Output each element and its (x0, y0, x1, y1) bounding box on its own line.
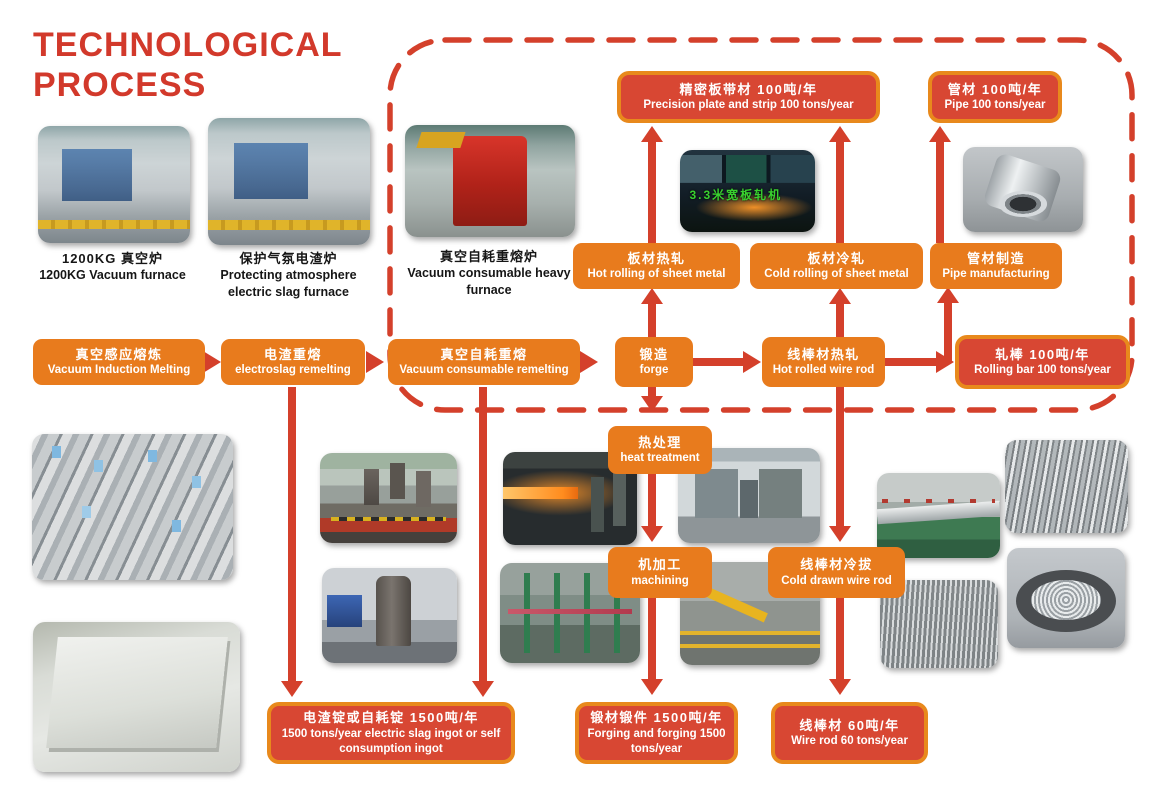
box-hot-rolled-wire-rod: 线棒材热轧 Hot rolled wire rod (762, 337, 885, 387)
box-heat-treatment: 热处理 heat treatment (608, 426, 712, 474)
page-title: TECHNOLOGICAL PROCESS (33, 26, 343, 106)
box-rolling-bar-output-en: Rolling bar 100 tons/year (974, 364, 1111, 377)
arrow-wire-to-rolling-bar (885, 351, 954, 373)
box-pipe-output-zh: 管材 100吨/年 (947, 81, 1043, 97)
box-cold-rolling-sheet-en: Cold rolling of sheet metal (764, 268, 909, 281)
photo-slag-furnace (208, 118, 370, 245)
box-hot-rolling-sheet-en: Hot rolling of sheet metal (587, 268, 726, 281)
box-forge: 锻造 forge (615, 337, 693, 387)
box-hot-rolled-wire-rod-en: Hot rolled wire rod (772, 364, 875, 377)
box-pipe-manufacturing-en: Pipe manufacturing (942, 268, 1050, 281)
box-heat-treatment-zh: 热处理 (638, 434, 682, 450)
box-vacuum-induction-melting-en: Vacuum Induction Melting (47, 364, 191, 377)
box-machining-zh: 机加工 (638, 557, 682, 573)
caption-slag-furnace: 保护气氛电渣炉 Protecting atmosphere electric s… (206, 250, 371, 300)
arrow-forge-to-heat-treatment (641, 387, 663, 412)
box-cold-rolling-sheet: 板材冷轧 Cold rolling of sheet metal (750, 243, 923, 289)
arrow-cold-drawn-to-wire-output (829, 598, 851, 695)
box-vacuum-consumable-remelting-en: Vacuum consumable remelting (399, 364, 569, 377)
box-cold-rolling-sheet-zh: 板材冷轧 (807, 250, 866, 266)
arrow-cold-rolling-to-precision (829, 126, 851, 243)
box-vacuum-induction-melting-zh: 真空感应熔炼 (75, 346, 163, 362)
box-pipe-output-en: Pipe 100 tons/year (944, 99, 1046, 112)
box-hot-rolling-sheet: 板材热轧 Hot rolling of sheet metal (573, 243, 740, 289)
box-hot-rolled-wire-rod-zh: 线棒材热轧 (787, 346, 860, 362)
arrow-forge-to-hot-rolled-wire (693, 351, 761, 373)
photo-wire-rod-line (877, 473, 1000, 558)
caption-vacuum-furnace-en: 1200KG Vacuum furnace (39, 268, 186, 283)
box-pipe-manufacturing: 管材制造 Pipe manufacturing (930, 243, 1062, 289)
box-cold-drawn-wire-rod-en: Cold drawn wire rod (781, 574, 892, 587)
box-heat-treatment-en: heat treatment (620, 452, 700, 465)
box-ingot-output-en: 1500 tons/year electric slag ingot or se… (281, 727, 501, 755)
arrow-wire-to-cold-rolling (829, 288, 851, 339)
box-wire-rod-output: 线棒材 60吨/年 Wire rod 60 tons/year (771, 702, 928, 764)
box-pipe-output: 管材 100吨/年 Pipe 100 tons/year (928, 71, 1062, 123)
box-vacuum-consumable-remelting-zh: 真空自耗重熔 (440, 346, 528, 362)
arrow-heat-treatment-to-machining (641, 473, 663, 542)
arrow-pipe-mfg-to-pipe-output (929, 126, 951, 243)
box-wire-rod-output-zh: 线棒材 60吨/年 (799, 717, 900, 733)
box-cold-drawn-wire-rod-zh: 线棒材冷拔 (800, 557, 873, 573)
caption-consumable-furnace-en: Vacuum consumable heavy furnace (407, 266, 571, 297)
box-ingot-output: 电渣锭或自耗锭 1500吨/年 1500 tons/year electric … (267, 702, 515, 764)
box-electroslag-remelting-zh: 电渣重熔 (263, 346, 322, 362)
page-title-line2: PROCESS (33, 65, 207, 104)
arrow-var-to-ingot-output (472, 387, 494, 697)
box-cold-drawn-wire-rod: 线棒材冷拔 Cold drawn wire rod (768, 547, 905, 598)
box-electroslag-remelting: 电渣重熔 electroslag remelting (221, 339, 365, 385)
box-forge-en: forge (639, 364, 669, 377)
arrow-var-to-forge (580, 351, 598, 373)
photo-ingots-on-cart (320, 453, 457, 543)
box-precision-plate-output-en: Precision plate and strip 100 tons/year (643, 99, 854, 112)
arrow-esr-to-ingot-output (281, 387, 303, 697)
box-vacuum-induction-melting: 真空感应熔炼 Vacuum Induction Melting (33, 339, 205, 385)
page-title-line1: TECHNOLOGICAL (33, 26, 343, 64)
box-forge-zh: 锻造 (639, 346, 669, 362)
caption-consumable-furnace: 真空自耗重熔炉 Vacuum consumable heavy furnace (403, 248, 575, 298)
caption-slag-furnace-en: Protecting atmosphere electric slag furn… (220, 268, 357, 299)
photo-ingot-closeup (322, 568, 457, 663)
photo-round-bars (32, 434, 233, 580)
caption-vacuum-furnace: 1200KG 真空炉 1200KG Vacuum furnace (30, 250, 195, 284)
box-forging-output-en: Forging and forging 1500 tons/year (587, 727, 726, 755)
box-electroslag-remelting-en: electroslag remelting (235, 364, 351, 377)
box-machining: 机加工 machining (608, 547, 712, 598)
arrow-esr-to-var (366, 351, 384, 373)
caption-slag-furnace-zh: 保护气氛电渣炉 (239, 251, 338, 266)
rolling-mill-photo-label: 3.3米宽板轧机 (689, 188, 783, 203)
box-rolling-bar-output: 轧棒 100吨/年 Rolling bar 100 tons/year (955, 335, 1130, 389)
photo-vacuum-furnace (38, 126, 190, 243)
box-precision-plate-output-zh: 精密板带材 100吨/年 (679, 81, 818, 97)
box-forging-output-zh: 锻材锻件 1500吨/年 (590, 710, 723, 726)
photo-metal-plates (33, 622, 240, 772)
arrow-branch-to-pipe-mfg (937, 287, 959, 362)
photo-wire-spool (1007, 548, 1125, 648)
caption-consumable-furnace-zh: 真空自耗重熔炉 (439, 249, 538, 264)
arrow-vim-to-esr (203, 351, 221, 373)
box-ingot-output-zh: 电渣锭或自耗锭 1500吨/年 (303, 710, 479, 726)
arrow-forge-to-hot-rolling (641, 288, 663, 339)
caption-vacuum-furnace-zh: 1200KG 真空炉 (61, 251, 164, 266)
photo-rolling-mill: 3.3米宽板轧机 (680, 150, 815, 232)
box-rolling-bar-output-zh: 轧棒 100吨/年 (995, 346, 1090, 362)
box-precision-plate-output: 精密板带材 100吨/年 Precision plate and strip 1… (617, 71, 880, 123)
photo-consumable-furnace (405, 125, 575, 237)
box-vacuum-consumable-remelting: 真空自耗重熔 Vacuum consumable remelting (388, 339, 580, 385)
box-pipe-manufacturing-zh: 管材制造 (966, 250, 1025, 266)
box-wire-rod-output-en: Wire rod 60 tons/year (791, 735, 908, 748)
arrow-machining-to-forging-output (641, 598, 663, 695)
photo-pipe-product (963, 147, 1083, 232)
box-forging-output: 锻材锻件 1500吨/年 Forging and forging 1500 to… (575, 702, 738, 764)
box-hot-rolling-sheet-zh: 板材热轧 (627, 250, 686, 266)
box-machining-en: machining (631, 574, 689, 587)
arrow-hot-rolling-to-precision (641, 126, 663, 243)
arrow-wire-to-cold-drawn (829, 387, 851, 542)
photo-rod-bundle (1005, 440, 1128, 533)
